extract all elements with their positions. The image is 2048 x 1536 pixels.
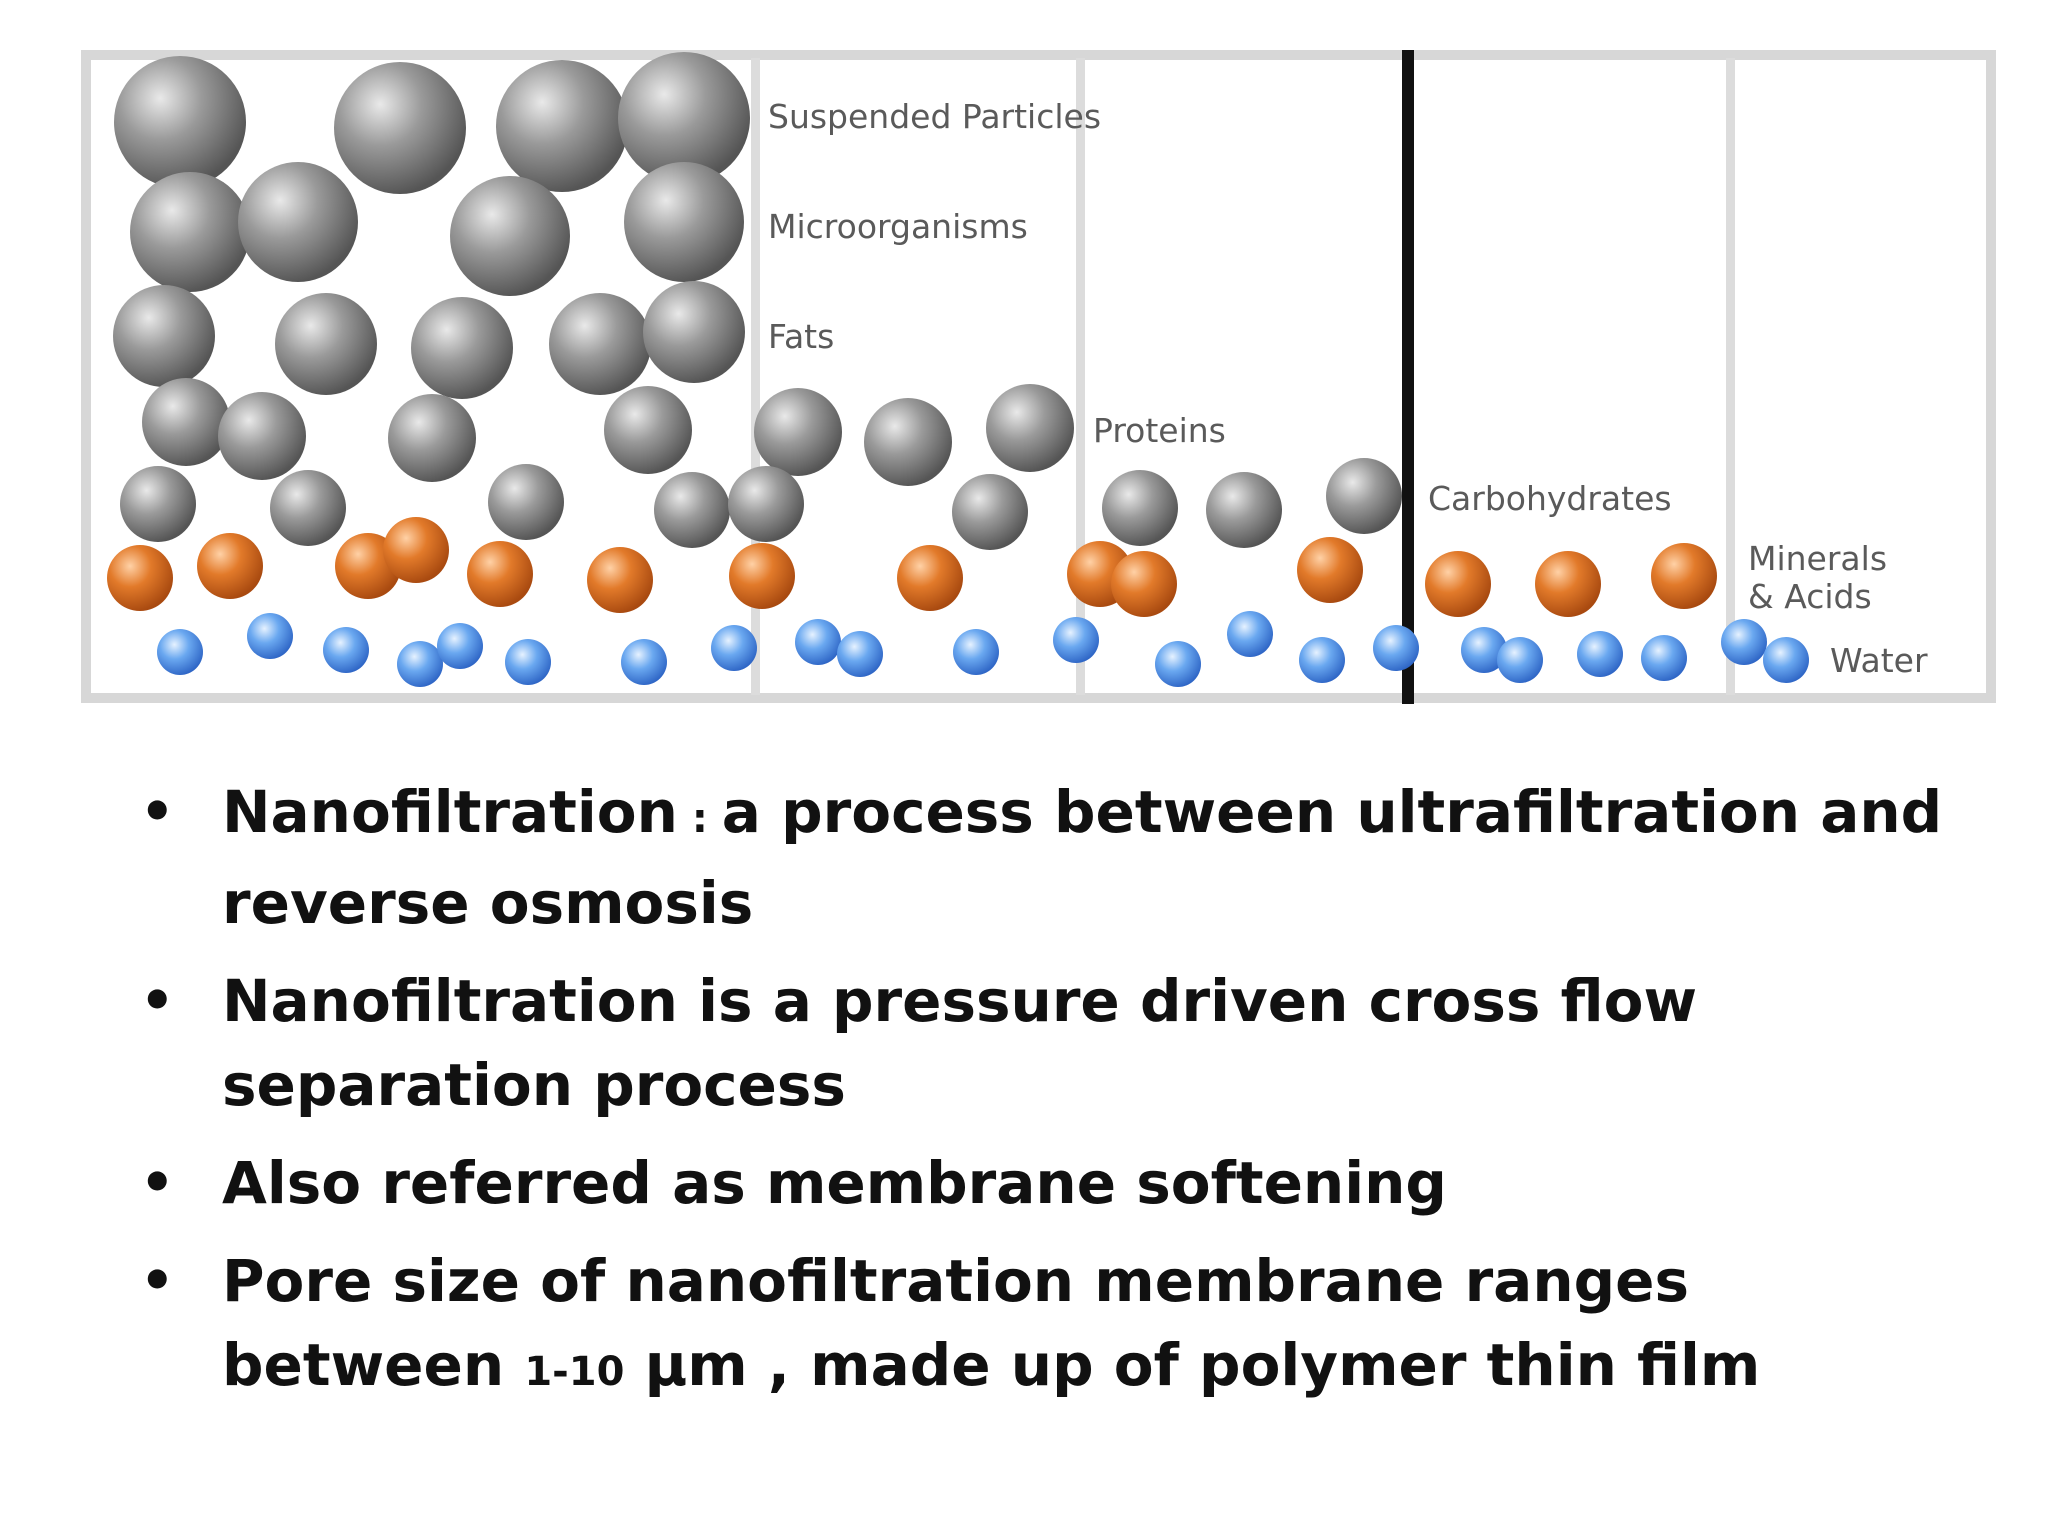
bullet-text: 1-10 — [524, 1349, 625, 1395]
divider-4 — [1726, 58, 1735, 695]
blue-particle — [621, 639, 667, 685]
gray-particle — [113, 285, 215, 387]
gray-particle — [754, 388, 842, 476]
blue-particle — [1577, 631, 1623, 677]
blue-particle — [1053, 617, 1099, 663]
gray-particle — [142, 378, 230, 466]
gray-particle — [986, 384, 1074, 472]
label-acids: & Acids — [1748, 577, 1872, 616]
label-carbohydrates: Carbohydrates — [1428, 479, 1672, 518]
gray-particle — [488, 464, 564, 540]
gray-particle — [496, 60, 628, 192]
blue-particle — [1721, 619, 1767, 665]
blue-particle — [1497, 637, 1543, 683]
bullet-text: a process between ultrafiltration and re… — [222, 778, 1943, 937]
blue-particle — [1155, 641, 1201, 687]
gray-particle — [238, 162, 358, 282]
bullet-text: μm , made up of polymer thin film — [624, 1331, 1761, 1399]
label-microorganisms: Microorganisms — [768, 207, 1028, 246]
orange-particle — [1425, 551, 1491, 617]
bullet-dot-icon: • — [140, 1151, 175, 1214]
blue-particle — [437, 623, 483, 669]
gray-particle — [604, 386, 692, 474]
orange-particle — [897, 545, 963, 611]
gray-particle — [450, 176, 570, 296]
membrane-line — [1402, 50, 1414, 704]
divider-1 — [751, 58, 760, 695]
gray-particle — [864, 398, 952, 486]
label-minerals: Minerals — [1748, 539, 1887, 578]
bullet-item: • Nanofiltration : a process between ultr… — [140, 770, 1980, 945]
bullet-text: Nanofiltration — [222, 778, 678, 846]
gray-particle — [618, 52, 750, 184]
particles-layer — [107, 52, 1809, 687]
blue-particle — [1373, 625, 1419, 671]
filtration-spectrum-diagram: Suspended Particles Microorganisms Fats … — [81, 50, 1996, 704]
label-water: Water — [1830, 641, 1928, 680]
blue-particle — [1461, 627, 1507, 673]
blue-particle — [795, 619, 841, 665]
bullet-item: • Also referred as membrane softening — [140, 1141, 1980, 1225]
bullet-item: • Pore size of nanofiltration membrane ra… — [140, 1239, 1980, 1414]
gray-particle — [130, 172, 250, 292]
gray-particle — [334, 62, 466, 194]
divider-2 — [1076, 58, 1085, 695]
bullet-dot-icon: • — [140, 780, 175, 843]
gray-particle — [275, 293, 377, 395]
bullet-item: • Nanofiltration is a pressure driven cro… — [140, 959, 1980, 1127]
blue-particle — [1299, 637, 1345, 683]
blue-particle — [953, 629, 999, 675]
gray-particle — [114, 56, 246, 188]
gray-particle — [549, 293, 651, 395]
bullet-dot-icon: • — [140, 1249, 175, 1312]
blue-particle — [397, 641, 443, 687]
gray-particle — [728, 466, 804, 542]
orange-particle — [729, 543, 795, 609]
gray-particle — [388, 394, 476, 482]
gray-particle — [643, 281, 745, 383]
blue-particle — [157, 629, 203, 675]
gray-particle — [1326, 458, 1402, 534]
gray-particle — [270, 470, 346, 546]
bullet-text: Nanofiltration is a pressure driven cros… — [222, 967, 1698, 1119]
gray-particle — [1102, 470, 1178, 546]
blue-particle — [505, 639, 551, 685]
orange-particle — [587, 547, 653, 613]
orange-particle — [383, 517, 449, 583]
blue-particle — [711, 625, 757, 671]
orange-particle — [197, 533, 263, 599]
label-fats: Fats — [768, 317, 834, 356]
blue-particle — [1227, 611, 1273, 657]
gray-particle — [654, 472, 730, 548]
blue-particle — [1763, 637, 1809, 683]
blue-particle — [323, 627, 369, 673]
orange-particle — [107, 545, 173, 611]
orange-particle — [467, 541, 533, 607]
label-suspended-particles: Suspended Particles — [768, 97, 1101, 136]
bullet-text: Pore size of nanofiltration membrane ran… — [222, 1247, 1689, 1399]
blue-particle — [1641, 635, 1687, 681]
label-proteins: Proteins — [1093, 411, 1226, 450]
orange-particle — [1297, 537, 1363, 603]
orange-particle — [1111, 551, 1177, 617]
gray-particle — [218, 392, 306, 480]
orange-particle — [1651, 543, 1717, 609]
gray-particle — [411, 297, 513, 399]
bullet-text: : — [677, 796, 722, 842]
bullet-text: Also referred as membrane softening — [222, 1149, 1447, 1217]
gray-particle — [952, 474, 1028, 550]
gray-particle — [624, 162, 744, 282]
orange-particle — [1535, 551, 1601, 617]
blue-particle — [247, 613, 293, 659]
blue-particle — [837, 631, 883, 677]
gray-particle — [120, 466, 196, 542]
gray-particle — [1206, 472, 1282, 548]
bullet-list: • Nanofiltration : a process between ultr… — [140, 770, 1980, 1428]
bullet-dot-icon: • — [140, 969, 175, 1032]
